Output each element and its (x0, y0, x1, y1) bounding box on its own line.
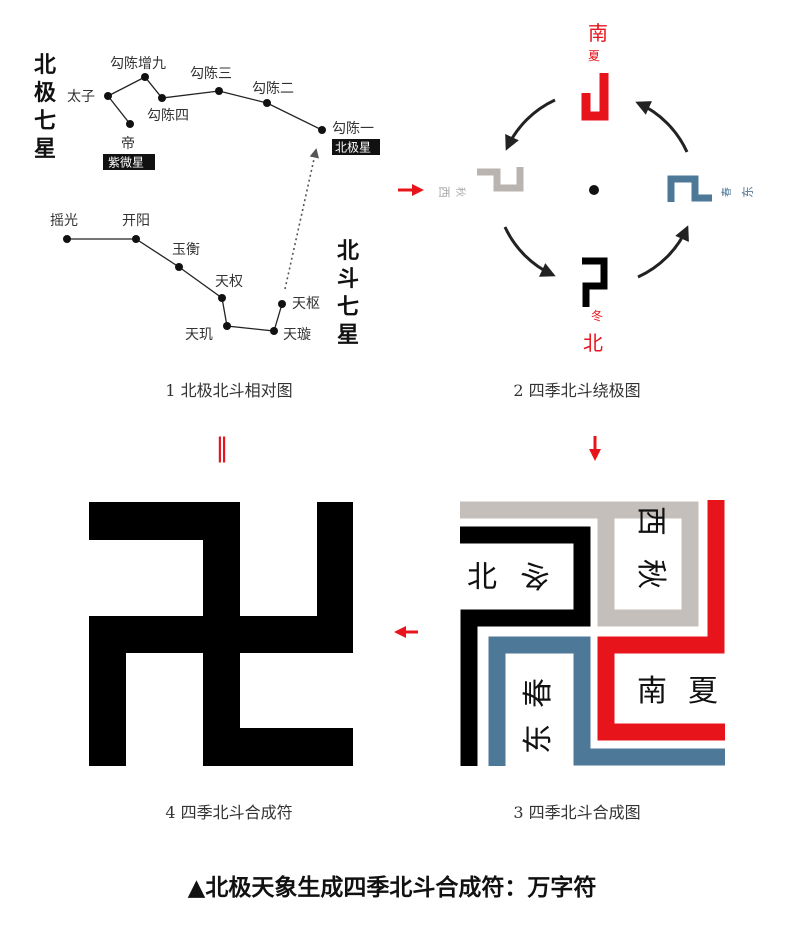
label-south: 南 (637, 674, 667, 709)
label-west: 西 (633, 506, 668, 536)
label-east: 东 (741, 186, 755, 198)
wan-right-arm (317, 502, 353, 653)
label-yaoguang: 摇光 (50, 213, 78, 229)
star-tianquan (218, 294, 226, 302)
polaris-badge-bg (332, 139, 380, 155)
wan-left-arm (89, 616, 126, 766)
ziwei-badge: 紫微星 (108, 156, 144, 170)
title-char: 斗 (337, 267, 359, 292)
dotted-pointer-arrow (284, 148, 320, 290)
panel-seasons-around-pole: 南 夏 西 秋 春 东 冬 北 2 四季北斗绕极图 (398, 21, 755, 400)
label-tianquan: 天权 (215, 274, 243, 290)
wan-bottom-arm (203, 728, 353, 766)
label-di: 帝 (121, 136, 135, 152)
title-char: 七 (34, 109, 56, 134)
star-kaiyang (132, 235, 140, 243)
star-yaoguang (63, 235, 71, 243)
label-tianxuan: 天璇 (283, 327, 311, 343)
label-gouchen-zeng9: 勾陈增九 (110, 55, 166, 72)
label-south: 南 (588, 21, 608, 45)
label-yuheng: 玉衡 (172, 242, 200, 258)
figure-caption: ▲北极天象生成四季北斗合成符：万字符 (188, 874, 597, 901)
label-tianshu: 天枢 (292, 296, 320, 312)
label-gouchen1: 勾陈一 (332, 120, 374, 137)
rotation-arrow-summer-to-autumn (505, 98, 556, 151)
star-tianji (223, 322, 231, 330)
panel-seasons-composite-diagram: 西 秋 北 冬 南 夏 春 东 3 四季北斗合成图 (460, 500, 725, 822)
title-char: 极 (34, 81, 57, 106)
caption-3: 3 四季北斗合成图 (513, 803, 640, 822)
equals-connector: ‖ (216, 433, 229, 463)
label-north: 北 (583, 331, 603, 355)
label-tianji: 天玑 (185, 327, 213, 343)
dipper-star-dots (63, 235, 286, 335)
star-gouchen2 (263, 99, 271, 107)
title-char: 七 (337, 295, 359, 320)
title-char: 星 (337, 323, 359, 348)
pole-center-dot (589, 185, 599, 195)
winter-dipper-glyph (582, 257, 608, 307)
winter-north-arm (460, 526, 591, 766)
autumn-west-arm (460, 501, 699, 627)
label-gouchen4: 勾陈四 (147, 107, 189, 124)
star-tianshu (278, 300, 286, 308)
label-north: 北 (467, 560, 497, 595)
title-char: 北 (337, 239, 359, 264)
label-kaiyang: 开阳 (122, 213, 150, 229)
label-winter: 冬 (591, 308, 603, 323)
star-gouchen1 (318, 126, 326, 134)
ziwei-badge-bg (103, 154, 155, 170)
title-char: 星 (34, 137, 56, 162)
star-gouchen3 (215, 87, 223, 95)
label-spring: 春 (521, 678, 556, 708)
label-spring: 春 (721, 187, 733, 197)
star-yuheng (175, 263, 183, 271)
label-gouchen2: 勾陈二 (252, 80, 294, 97)
summer-south-arm (597, 500, 725, 741)
star-gouchen4 (158, 94, 166, 102)
polar-star-dots (104, 73, 326, 134)
panel-polar-dipper-relative: 北 极 七 星 太子 勾陈增九 勾陈四 勾陈三 勾陈二 勾陈一 帝 北极星 (34, 53, 380, 400)
star-di (126, 120, 134, 128)
autumn-dipper-glyph (477, 167, 524, 192)
caption-1: 1 北极北斗相对图 (165, 381, 292, 400)
panel-wan-symbol: 4 四季北斗合成符 (89, 502, 353, 822)
polaris-badge: 北极星 (335, 141, 371, 155)
star-tianxuan (270, 327, 278, 335)
rotation-arrow-winter-to-spring (637, 225, 689, 279)
star-taizi (104, 92, 112, 100)
label-summer: 夏 (588, 49, 600, 63)
spring-dipper-glyph (667, 175, 712, 202)
label-summer: 夏 (688, 674, 718, 709)
caption-4: 4 四季北斗合成符 (165, 803, 292, 822)
label-winter: 冬 (520, 557, 550, 592)
star-gouchen-zeng9 (141, 73, 149, 81)
caption-2: 2 四季北斗绕极图 (513, 381, 640, 400)
wan-center-horizontal (89, 616, 353, 653)
spring-east-arm (488, 636, 725, 766)
label-autumn: 秋 (454, 187, 467, 197)
label-gouchen3: 勾陈三 (190, 65, 232, 82)
rotation-arrow-spring-to-summer (635, 101, 689, 153)
label-autumn: 秋 (633, 559, 668, 589)
dipper-seven-stars-title: 北 斗 七 星 (337, 239, 359, 348)
label-east: 东 (521, 724, 556, 754)
rotation-arrow-autumn-to-winter (503, 226, 556, 277)
polar-seven-stars-title: 北 极 七 星 (34, 53, 57, 162)
summer-dipper-glyph (581, 73, 609, 121)
label-west: 西 (437, 186, 451, 198)
label-taizi: 太子 (67, 89, 95, 105)
title-char: 北 (34, 53, 56, 78)
